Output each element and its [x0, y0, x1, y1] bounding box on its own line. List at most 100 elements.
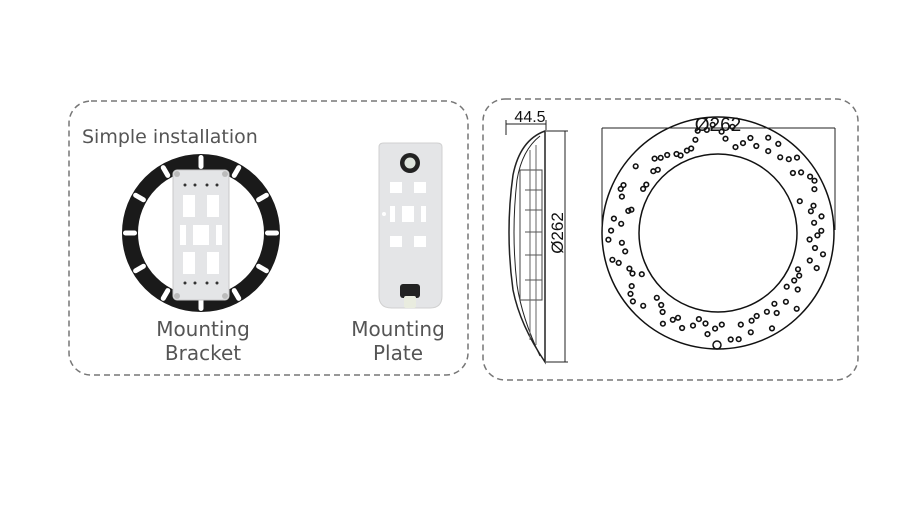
side-diameter-label: Ø262: [548, 212, 567, 254]
led-dot: [692, 136, 699, 143]
led-dot: [618, 239, 626, 246]
bracket-slot: [231, 288, 242, 301]
mounting-bracket-image: [122, 154, 280, 312]
bracket-slot: [256, 263, 269, 274]
led-dot: [763, 308, 771, 315]
led-dot: [618, 220, 625, 227]
bracket-slot: [231, 165, 242, 178]
led-dot: [796, 272, 803, 279]
led-dot: [657, 154, 664, 161]
led-dot: [727, 336, 734, 343]
led-dot: [811, 186, 818, 193]
led-dot: [664, 151, 671, 159]
led-dot: [797, 169, 805, 176]
led-dot: [718, 128, 725, 135]
side-diameter-dimension-line: [546, 130, 568, 363]
led-dot: [605, 236, 612, 243]
led-dot: [732, 144, 739, 151]
depth-dimension-line: [505, 120, 547, 135]
led-dot: [807, 208, 815, 215]
led-dot: [607, 227, 615, 234]
led-dot: [729, 123, 736, 130]
led-dot: [810, 202, 817, 209]
led-dot: [796, 198, 803, 205]
led-dot: [620, 182, 627, 189]
led-dot: [806, 173, 814, 180]
installation-title: Simple installation: [82, 126, 258, 148]
led-dot: [643, 181, 650, 188]
dimensions-panel-border: [482, 98, 859, 381]
led-dot: [628, 206, 635, 213]
led-dot: [625, 207, 632, 214]
depth-dimension-label: 44.5: [514, 109, 545, 126]
led-dot: [718, 321, 725, 328]
led-dot: [722, 135, 729, 142]
led-dot: [753, 312, 760, 320]
side-view-drawing: [508, 129, 546, 365]
led-dot: [615, 259, 622, 267]
led-dot: [793, 154, 801, 161]
led-dot: [814, 232, 821, 239]
led-dot: [702, 320, 709, 327]
bracket-slot: [133, 192, 146, 203]
led-dot: [819, 251, 827, 258]
led-dot: [669, 316, 676, 323]
led-dot: [688, 145, 695, 152]
led-dot: [818, 227, 825, 234]
led-dot: [659, 308, 666, 316]
led-dot: [747, 134, 754, 142]
led-dot: [768, 325, 776, 332]
led-dot: [632, 163, 639, 170]
led-dot: [678, 324, 686, 332]
bracket-label-line1: Mounting: [156, 317, 250, 341]
led-dot: [806, 257, 813, 264]
led-dot: [785, 156, 792, 163]
led-dot: [811, 244, 819, 252]
led-dot: [677, 152, 684, 159]
led-dot: [622, 248, 629, 255]
led-dot: [639, 185, 647, 192]
bracket-slot: [256, 192, 269, 203]
led-dot: [775, 140, 782, 147]
led-dot: [709, 121, 716, 128]
led-dot: [654, 166, 661, 173]
led-dot: [813, 265, 820, 272]
led-dot: [689, 322, 697, 329]
led-dot: [651, 155, 658, 162]
led-dot: [765, 148, 772, 155]
bracket-slot: [133, 263, 146, 274]
led-dot: [674, 314, 682, 321]
led-dot: [806, 236, 813, 243]
led-dot: [610, 215, 618, 222]
led-dot: [739, 140, 747, 147]
bracket-slot: [265, 230, 279, 236]
front-view-drawing: [601, 116, 835, 350]
led-dot: [783, 283, 790, 290]
plate-label-line2: Plate: [373, 341, 423, 365]
led-dot: [628, 283, 635, 290]
led-dot: [695, 316, 703, 323]
led-dot: [617, 185, 624, 192]
led-dot: [627, 290, 634, 298]
led-dot: [794, 286, 801, 293]
plate-label-line1: Mounting: [351, 317, 445, 341]
led-dot: [794, 266, 802, 273]
led-dot: [737, 321, 744, 328]
bracket-label-line2: Bracket: [165, 341, 241, 365]
bracket-slot: [198, 155, 204, 169]
led-dot: [773, 309, 780, 317]
led-dot: [629, 298, 637, 305]
bracket-slot: [160, 165, 171, 178]
led-dot: [771, 300, 778, 307]
mounting-plate-image: [378, 142, 443, 309]
installation-panel-border: [68, 100, 469, 376]
led-dot: [618, 193, 626, 200]
led-dot: [765, 134, 772, 141]
led-dot: [629, 270, 636, 277]
led-dot: [777, 154, 784, 161]
led-dot: [818, 213, 825, 220]
led-dot: [640, 302, 647, 309]
led-dot: [810, 219, 818, 226]
led-dot: [735, 336, 742, 343]
